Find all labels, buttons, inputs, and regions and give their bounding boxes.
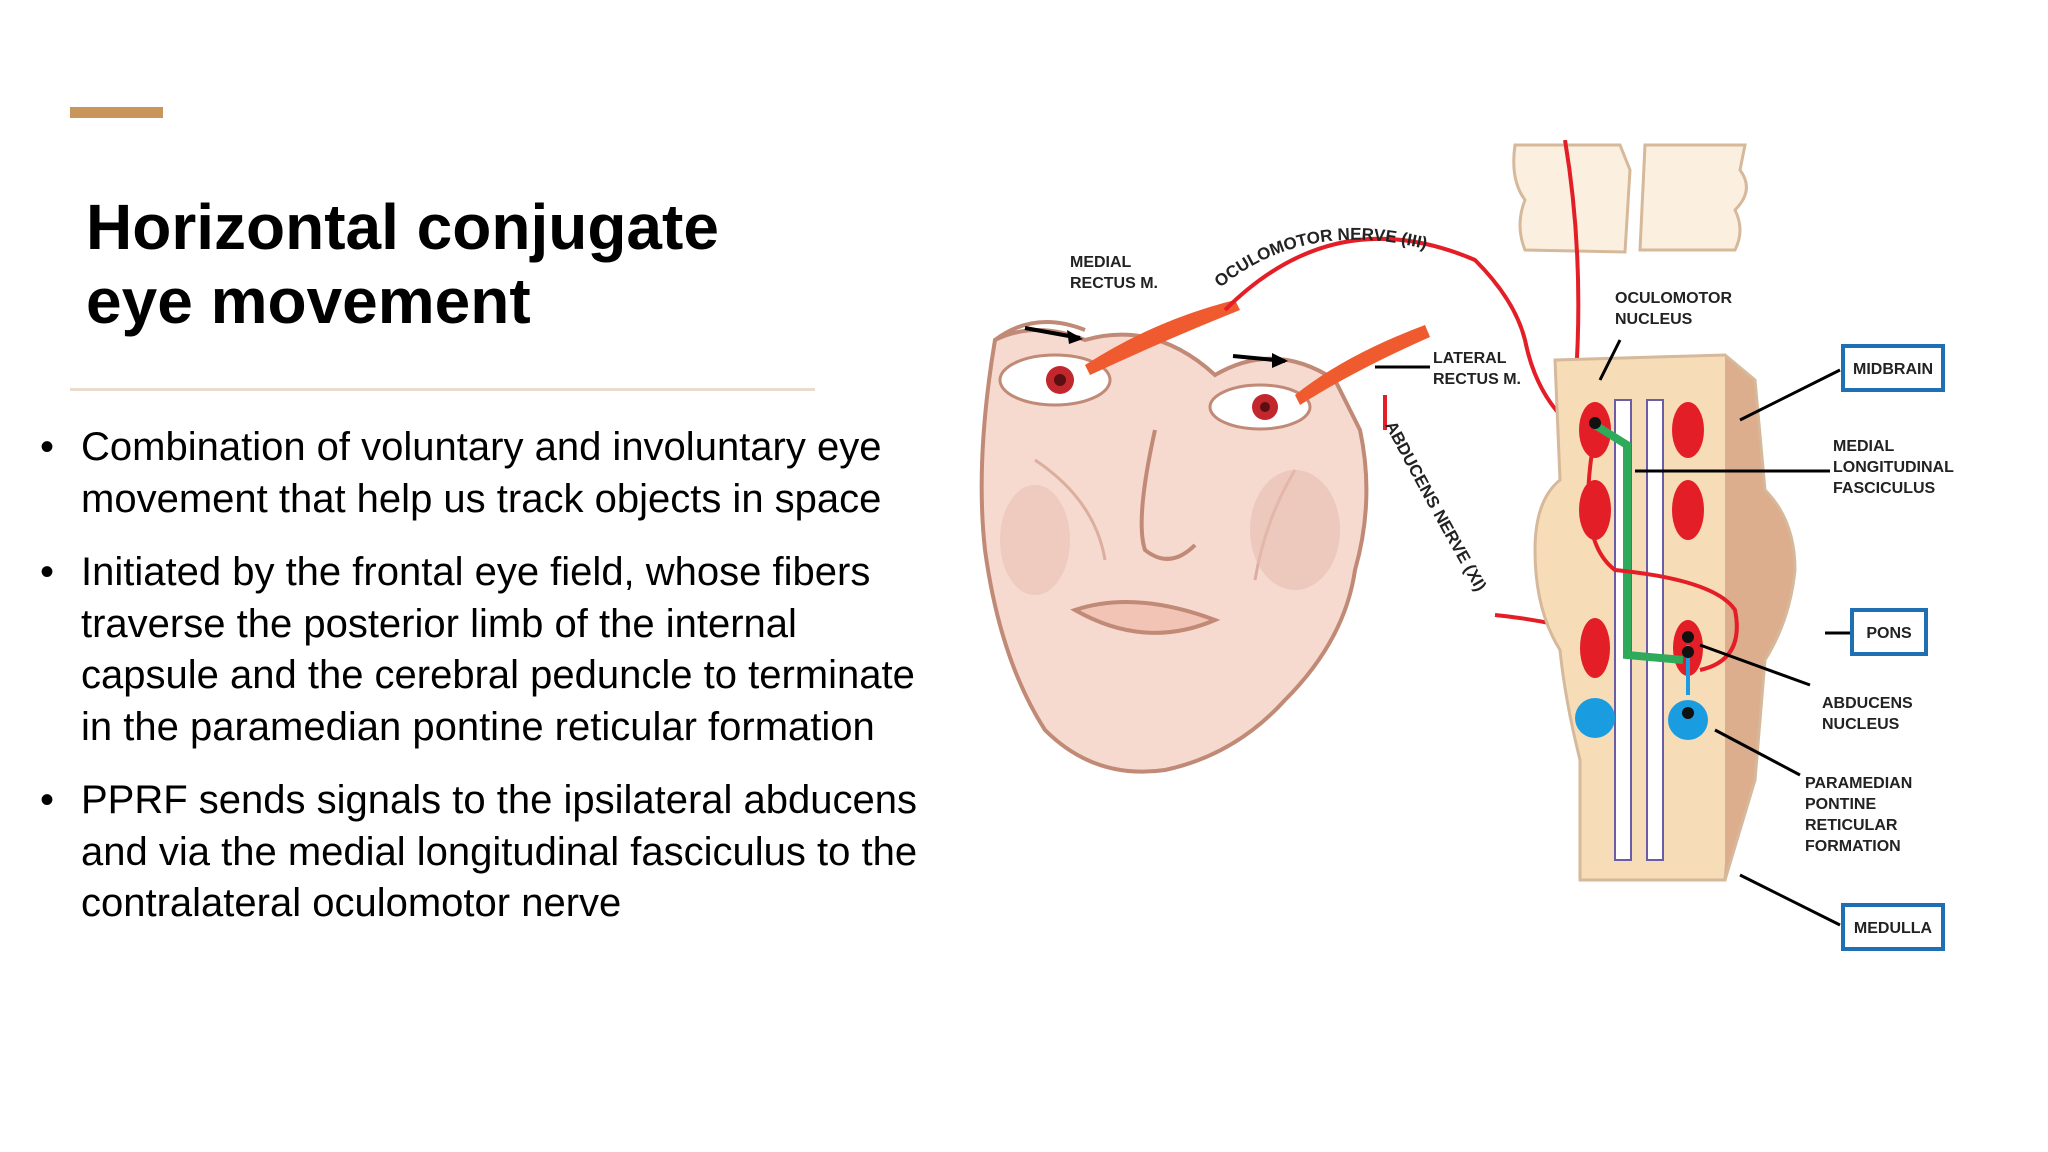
synapse-dot bbox=[1682, 646, 1694, 658]
medial-rectus-muscle bbox=[1085, 300, 1240, 375]
eye-movement-diagram: MEDIAL RECTUS M. OCULOMOTOR NERVE (III) … bbox=[979, 140, 1954, 951]
bullet-item: • PPRF sends signals to the ipsilateral a… bbox=[40, 775, 920, 930]
title-line-2: eye movement bbox=[86, 265, 531, 337]
title-divider bbox=[70, 388, 815, 391]
label-abducens-nucleus: NUCLEUS bbox=[1822, 716, 1900, 733]
label-oculomotor-nucleus: OCULOMOTOR bbox=[1615, 290, 1732, 307]
synapse-dot bbox=[1682, 707, 1694, 719]
label-abducens-nerve: ABDUCENS NERVE (XI) bbox=[1381, 418, 1490, 595]
pprf-right bbox=[1668, 700, 1708, 740]
label-midbrain: MIDBRAIN bbox=[1853, 361, 1933, 378]
label-mlf: MEDIAL bbox=[1833, 438, 1895, 455]
bullet-text: Combination of voluntary and involuntary… bbox=[81, 425, 882, 521]
label-pprf: FORMATION bbox=[1805, 838, 1901, 855]
mlf-pathway bbox=[1592, 421, 1684, 664]
abducens-nucleus-left bbox=[1580, 618, 1610, 678]
trochlear-nucleus-right bbox=[1672, 480, 1704, 540]
bullet-text: PPRF sends signals to the ipsilateral ab… bbox=[81, 778, 918, 925]
bullet-item: • Initiated by the frontal eye field, who… bbox=[40, 547, 920, 753]
bullet-list: • Combination of voluntary and involuntar… bbox=[40, 422, 920, 952]
label-pprf: RETICULAR bbox=[1805, 817, 1898, 834]
bullet-dot-icon: • bbox=[40, 778, 55, 822]
medulla-box bbox=[1841, 903, 1945, 951]
bullet-dot-icon: • bbox=[40, 550, 55, 594]
label-mlf: FASCICULUS bbox=[1833, 480, 1936, 497]
synapse-dot bbox=[1589, 417, 1601, 429]
title-line-1: Horizontal conjugate bbox=[86, 191, 719, 263]
bullet-dot-icon: • bbox=[40, 425, 55, 469]
bullet-item: • Combination of voluntary and involuntar… bbox=[40, 422, 920, 525]
midbrain-box bbox=[1841, 344, 1945, 392]
pprf-left bbox=[1575, 698, 1615, 738]
trochlear-nucleus-left bbox=[1579, 480, 1611, 540]
label-medial-rectus: MEDIAL bbox=[1070, 254, 1132, 271]
oculomotor-nerve bbox=[1223, 236, 1567, 422]
synapse-dot bbox=[1682, 631, 1694, 643]
leader-lines bbox=[1375, 339, 1850, 927]
cerebrum-illustration bbox=[1512, 143, 1748, 254]
label-oculomotor-nerve: OCULOMOTOR NERVE (III) bbox=[1211, 225, 1429, 291]
label-medial-rectus: RECTUS M. bbox=[1070, 275, 1158, 292]
arrow-right-icon bbox=[1024, 326, 1083, 344]
face-illustration bbox=[979, 320, 1369, 774]
oculomotor-nucleus-left bbox=[1579, 402, 1611, 458]
abducens-outflow bbox=[1586, 434, 1739, 672]
label-abducens-nucleus: ABDUCENS bbox=[1822, 695, 1913, 712]
brainstem-illustration bbox=[1533, 353, 1797, 882]
pons-box bbox=[1850, 608, 1928, 656]
bullet-text: Initiated by the frontal eye field, whos… bbox=[81, 550, 915, 749]
arrow-right-icon bbox=[1232, 353, 1288, 368]
label-lateral-rectus: RECTUS M. bbox=[1433, 371, 1521, 388]
label-lateral-rectus: LATERAL bbox=[1433, 350, 1507, 367]
accent-bar bbox=[70, 107, 163, 118]
label-pprf: PONTINE bbox=[1805, 796, 1876, 813]
lateral-rectus-muscle bbox=[1295, 325, 1430, 405]
slide-title: Horizontal conjugate eye movement bbox=[86, 190, 846, 338]
label-mlf: LONGITUDINAL bbox=[1833, 459, 1954, 476]
cortical-fiber bbox=[1563, 140, 1581, 391]
label-pons: PONS bbox=[1866, 625, 1912, 642]
label-oculomotor-nucleus: NUCLEUS bbox=[1615, 311, 1693, 328]
label-pprf: PARAMEDIAN bbox=[1805, 775, 1912, 792]
label-medulla: MEDULLA bbox=[1854, 920, 1933, 937]
oculomotor-nucleus-right bbox=[1672, 402, 1704, 458]
